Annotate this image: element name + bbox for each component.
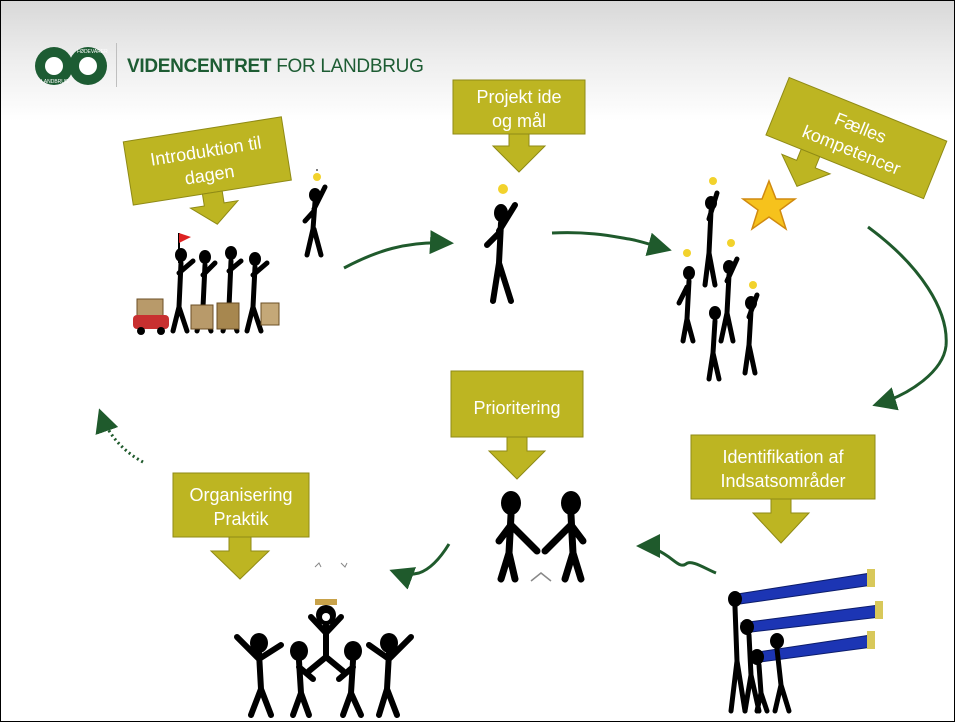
- callout-prioritization: Prioritering: [449, 369, 589, 481]
- callout-competencies: Fælles kompetencer: [751, 76, 951, 209]
- org-name-bold: VIDENCENTRET: [127, 56, 272, 77]
- callout-identification-label: Identifikation af Indsatsområder: [689, 445, 877, 493]
- logo-text-left: LANDBRUG: [41, 79, 69, 85]
- callout-project-line2: og mål: [491, 111, 547, 131]
- logo-icon: LANDBRUG FØDEVARER: [35, 47, 108, 85]
- org-name: VIDENCENTRET FOR LANDBRUG: [127, 56, 424, 78]
- small-marks-decoration: [314, 562, 348, 568]
- arrow-intro-to-project: [343, 230, 454, 270]
- group-with-telescopes-figure: [728, 569, 883, 714]
- logo-text-right: FØDEVARER: [77, 49, 108, 55]
- logo-separator: [116, 43, 117, 87]
- callout-project-line1: Projekt ide: [476, 87, 562, 107]
- team-with-star-figure: [676, 177, 798, 382]
- callout-intro: Introduktion til dagen: [119, 109, 295, 229]
- callout-identification: Identifikation af Indsatsområder: [689, 433, 879, 548]
- arrow-prioritization-to-organization: [389, 543, 451, 590]
- org-name-rest: FOR LANDBRUG: [276, 56, 424, 77]
- callout-organization-line2: Praktik: [213, 509, 269, 529]
- group-with-suitcases-figure: [133, 233, 280, 335]
- arrow-competencies-to-identification: [867, 225, 948, 411]
- idea-person-figure-1: [302, 169, 328, 258]
- idea-person-figure-2: [484, 184, 518, 304]
- callout-prioritization-line1: Prioritering: [473, 398, 561, 418]
- callout-project: Projekt ide og mål: [451, 78, 591, 178]
- callout-organization-line1: Organisering: [189, 485, 293, 505]
- callout-prioritization-label: Prioritering: [449, 396, 585, 420]
- two-people-holding-hands-figure: [495, 491, 587, 583]
- callout-identification-line1: Identifikation af: [722, 447, 844, 467]
- callout-project-label: Projekt ide og mål: [451, 85, 587, 133]
- callout-identification-line2: Indsatsområder: [720, 471, 846, 491]
- callout-organization: Organisering Praktik: [171, 471, 313, 581]
- arrow-identification-to-prioritization: [636, 534, 717, 575]
- arrow-organization-to-intro-dotted: [95, 408, 144, 464]
- arrow-project-to-competencies: [551, 231, 672, 256]
- callout-organization-label: Organisering Praktik: [171, 483, 311, 531]
- dancing-group-figure: [234, 599, 414, 718]
